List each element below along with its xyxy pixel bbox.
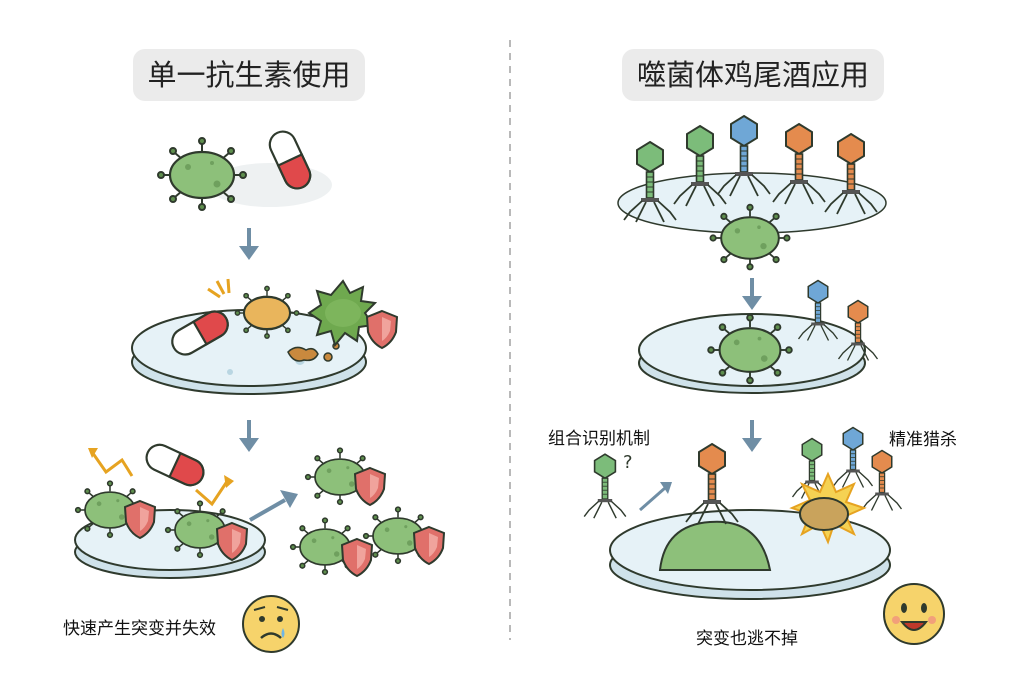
shield-icon (413, 526, 445, 565)
happy-face-icon (883, 583, 945, 645)
mutant-bacterium-icon (307, 279, 378, 348)
right-panel-title: 噬菌体鸡尾酒应用 (622, 49, 884, 101)
bacterium-icon (156, 136, 248, 212)
left-panel-title: 单一抗生素使用 (133, 49, 365, 101)
bacterium-icon (707, 313, 793, 385)
shield-icon (341, 538, 373, 577)
shield-icon (366, 310, 398, 349)
explosion-icon (789, 471, 867, 545)
bacterium-icon (709, 203, 791, 271)
shield-icon (354, 467, 386, 506)
kill-label: 精准猎杀 (889, 430, 957, 450)
left-caption: 快速产生突变并失效 (63, 619, 216, 639)
debris (287, 342, 340, 362)
right-caption: 突变也逃不掉 (696, 629, 798, 649)
mutation-arrows (90, 451, 230, 507)
phage-icon (832, 426, 874, 489)
sad-face-icon (242, 595, 300, 653)
bacterium-icon (658, 520, 772, 571)
pill-capsule-icon (141, 439, 209, 491)
explosion-lines (207, 278, 231, 299)
arrow-icon (740, 276, 764, 312)
arrow-icon (237, 226, 261, 262)
phage-icon (583, 453, 627, 520)
stressed-bacterium (243, 296, 291, 330)
arrow-icon (249, 490, 298, 522)
arrow-icon (237, 418, 261, 454)
question-mark-icon: ? (623, 452, 633, 473)
arrow-icon (639, 482, 672, 512)
recognition-label: 组合识别机制 (548, 429, 650, 449)
arrow-icon (740, 418, 764, 454)
